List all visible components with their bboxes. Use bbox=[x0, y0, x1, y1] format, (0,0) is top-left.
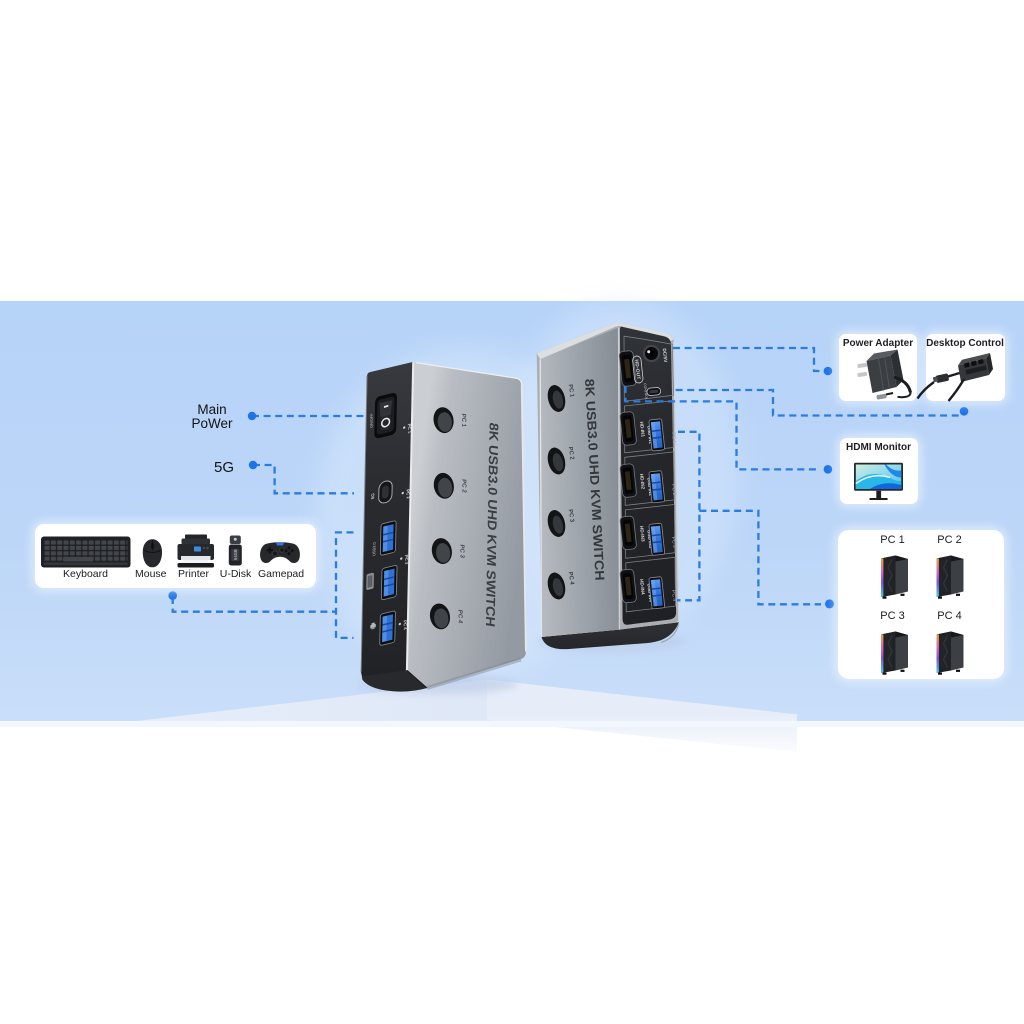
svg-text:HD-IN3: HD-IN3 bbox=[639, 526, 646, 542]
svg-text:PC 3: PC 3 bbox=[567, 509, 575, 523]
svg-text:USB IN4: USB IN4 bbox=[646, 583, 653, 602]
svg-text:USB3.0: USB3.0 bbox=[371, 541, 376, 557]
svg-text:HD-IN1: HD-IN1 bbox=[639, 421, 646, 437]
svg-text:PC 3: PC 3 bbox=[670, 536, 677, 548]
svg-text:CONTROL: CONTROL bbox=[643, 383, 649, 400]
svg-text:HD-IN2: HD-IN2 bbox=[639, 473, 646, 489]
svg-text:PC 4: PC 4 bbox=[567, 571, 575, 585]
svg-text:PC 3: PC 3 bbox=[458, 544, 464, 559]
svg-text:USB IN1: USB IN1 bbox=[646, 425, 653, 444]
svg-text:5G: 5G bbox=[370, 492, 375, 500]
svg-text:USB IN2: USB IN2 bbox=[646, 477, 653, 496]
svg-text:PC 1: PC 1 bbox=[567, 384, 575, 398]
svg-text:PC 4: PC 4 bbox=[456, 609, 462, 624]
svg-text:PC 1: PC 1 bbox=[407, 423, 412, 434]
svg-text:PC 2: PC 2 bbox=[460, 479, 466, 494]
svg-text:HD-IN4: HD-IN4 bbox=[639, 579, 646, 595]
svg-text:PC 2: PC 2 bbox=[405, 489, 410, 500]
svg-text:PC 2: PC 2 bbox=[670, 484, 677, 496]
svg-text:DC/5V: DC/5V bbox=[661, 348, 669, 363]
svg-text:PC 1: PC 1 bbox=[460, 413, 466, 428]
svg-text:8K USB3.0 UHD KVM SWITCH: 8K USB3.0 UHD KVM SWITCH bbox=[483, 422, 502, 628]
svg-text:HD-OUT: HD-OUT bbox=[633, 359, 641, 380]
svg-text:64GB: 64GB bbox=[233, 549, 238, 560]
svg-text:PC 4: PC 4 bbox=[402, 619, 407, 630]
svg-text:PC 1: PC 1 bbox=[670, 432, 677, 444]
svg-text:ON/OFF: ON/OFF bbox=[370, 412, 374, 428]
svg-text:PC 3: PC 3 bbox=[404, 554, 409, 565]
svg-text:PC 4: PC 4 bbox=[670, 590, 677, 602]
svg-text:USB IN3: USB IN3 bbox=[646, 530, 653, 549]
svg-text:PC 2: PC 2 bbox=[567, 446, 575, 460]
